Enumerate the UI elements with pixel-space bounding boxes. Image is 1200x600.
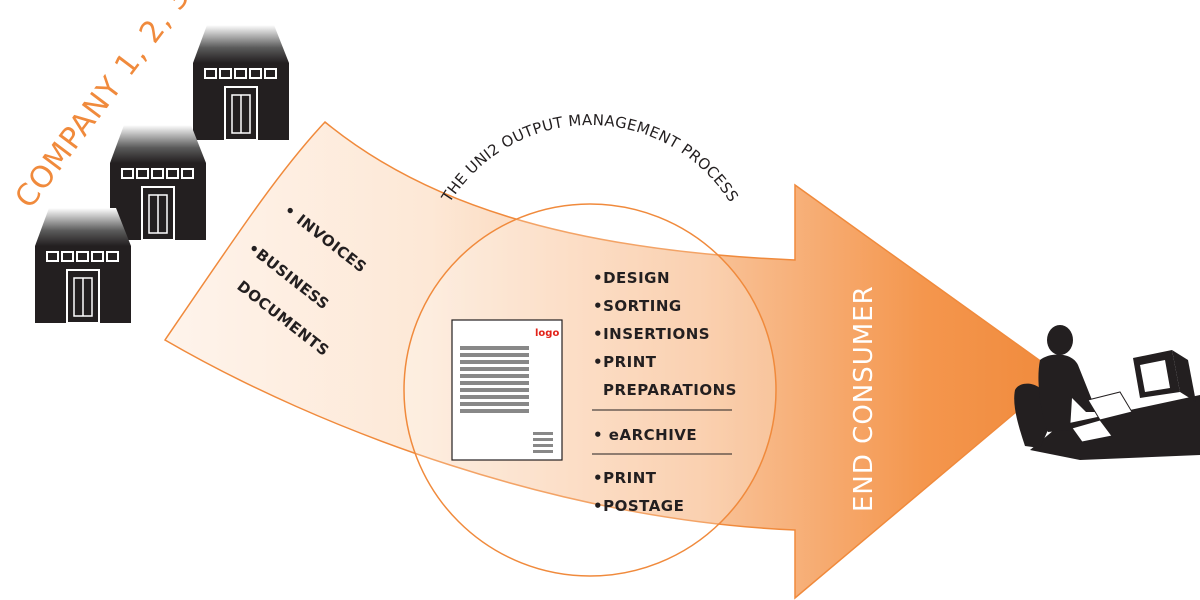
step-earchive: • eARCHIVE (593, 426, 697, 444)
step-print-preparations-line1: •PRINT (593, 353, 657, 371)
process-title: THE UNI2 OUTPUT MANAGEMENT PROCESS (437, 111, 742, 206)
step-postage: •POSTAGE (593, 497, 684, 515)
step-print: •PRINT (593, 469, 657, 487)
person-at-computer-icon (1014, 325, 1200, 460)
step-sorting: •SORTING (593, 297, 682, 315)
step-print-preparations-line2: PREPARATIONS (603, 381, 737, 399)
document-icon: logo (451, 319, 563, 461)
building-icon (110, 125, 206, 241)
end-consumer-label: END CONSUMER (849, 285, 879, 512)
process-flow-arrow (163, 120, 1062, 600)
step-design: •DESIGN (593, 269, 670, 287)
document-logo: logo (535, 328, 559, 339)
step-insertions: •INSERTIONS (593, 325, 710, 343)
building-icon (35, 208, 131, 324)
process-circle (403, 203, 777, 577)
building-icon (193, 25, 289, 141)
